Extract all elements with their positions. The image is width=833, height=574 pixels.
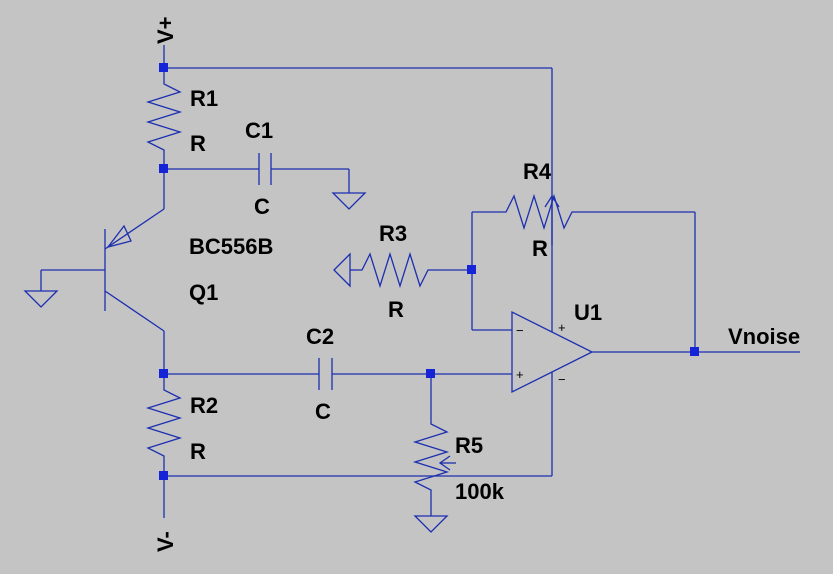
net-label-vminus: V-	[153, 531, 178, 552]
junction-dot	[426, 369, 435, 378]
q1-transistor-symbol[interactable]	[104, 208, 165, 332]
r5-name-label: R5	[455, 433, 483, 458]
r2-resistor-symbol[interactable]	[145, 384, 183, 464]
r4-name-label: R4	[523, 159, 552, 184]
net-label-vplus: V+	[153, 16, 178, 44]
r2-name-label: R2	[190, 393, 218, 418]
r5-potentiometer-symbol[interactable]	[412, 418, 451, 508]
opamp-supply-pos-sign: +	[558, 320, 566, 335]
q1-name-label: Q1	[189, 280, 218, 305]
r1-resistor-symbol[interactable]	[145, 78, 183, 158]
ground-icon	[333, 252, 351, 288]
c1-name-label: C1	[245, 118, 273, 143]
u1-name-label: U1	[574, 300, 602, 325]
junctions	[159, 63, 699, 480]
r3-name-label: R3	[379, 221, 407, 246]
ground-icon	[413, 515, 449, 533]
r1-name-label: R1	[190, 86, 218, 111]
junction-dot	[159, 164, 168, 173]
opamp-noninverting-sign: +	[516, 367, 524, 382]
junction-dot	[159, 369, 168, 378]
u1-opamp-symbol[interactable]: − + + −	[511, 310, 594, 394]
c1-value-label: C	[254, 194, 270, 219]
r4-value-label: R	[532, 236, 548, 261]
r3-value-label: R	[388, 297, 404, 322]
r1-value-label: R	[190, 131, 206, 156]
junction-dot	[467, 265, 476, 274]
r3-resistor-symbol[interactable]	[356, 251, 436, 289]
c2-capacitor-symbol[interactable]	[318, 358, 333, 390]
opamp-inverting-sign: −	[516, 323, 524, 338]
junction-dot	[690, 347, 699, 356]
junction-dot	[159, 471, 168, 480]
junction-dot	[159, 63, 168, 72]
c1-capacitor-symbol[interactable]	[258, 153, 272, 185]
ground-icon	[23, 290, 59, 308]
r5-value-label: 100k	[455, 479, 505, 504]
net-label-vnoise: Vnoise	[728, 324, 800, 349]
wires	[40, 45, 800, 518]
r4-potentiometer-symbol[interactable]	[500, 193, 580, 245]
r2-value-label: R	[190, 439, 206, 464]
c2-name-label: C2	[306, 324, 334, 349]
c2-value-label: C	[315, 399, 331, 424]
q1-value-label: BC556B	[189, 234, 273, 259]
opamp-supply-neg-sign: −	[558, 372, 566, 387]
ground-icon	[331, 192, 367, 210]
